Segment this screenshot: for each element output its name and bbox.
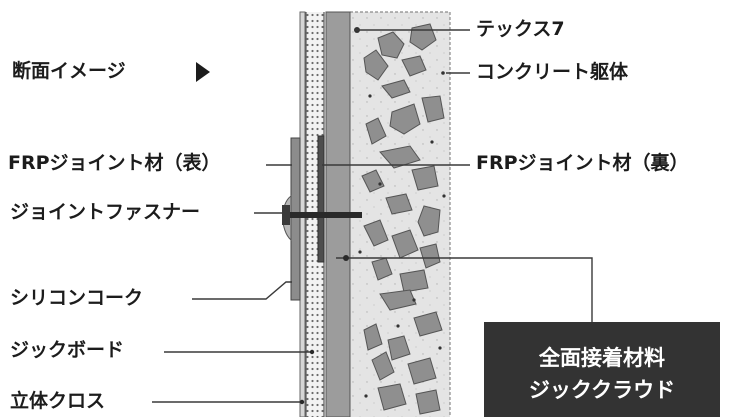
stone [415,389,441,415]
stone [411,165,439,191]
stone [391,229,419,259]
stone [413,311,443,337]
tex7-label: テックス7 [476,18,565,40]
stone [421,95,445,123]
stone [361,169,385,193]
stone [389,103,421,135]
stone [377,383,407,411]
triangle-right-icon [196,62,210,82]
leader-lines [152,29,593,403]
silicone-caulk-label: シリコンコーク [10,287,144,309]
joint-fastener-label: ジョイントファスナー [10,201,201,223]
leader-end-dots [299,255,349,405]
stone [417,205,441,237]
concrete-body-label: コンクリート躯体 [476,61,629,83]
callout-line-2: ジッククラウド [528,378,676,402]
stone [371,351,395,381]
cloth-3d-label: 立体クロス [10,390,106,412]
section-image-label: 断面イメージ [12,60,126,82]
jic-board-label: ジックボード [10,339,125,361]
stone [379,145,421,169]
frp-joint-front-label: FRPジョイント材（表） [8,152,221,174]
stone [379,289,417,311]
stone [401,55,427,77]
stone [407,357,437,385]
adhesive-callout-box: 全面接着材料 ジッククラウド [484,322,720,417]
stone [363,49,389,81]
leader-callout [336,257,593,322]
frp-joint-back-label: FRPジョイント材（裏） [476,152,689,174]
aggregate-dots [354,27,446,398]
joint-fastener [284,212,362,218]
stone [419,243,441,269]
stone [363,323,383,351]
stone [363,219,389,247]
frp-joint-front-plate [290,137,301,301]
stone [365,117,387,145]
callout-line-1: 全面接着材料 [539,346,665,370]
leader-silicone [192,281,292,300]
joint-fastener-head [282,205,290,225]
stone [387,335,411,361]
stone [381,79,411,99]
stone [371,257,393,281]
stone [385,193,413,215]
stone [377,31,405,59]
stone [399,269,429,293]
frp-joint-back-plate [317,135,325,263]
